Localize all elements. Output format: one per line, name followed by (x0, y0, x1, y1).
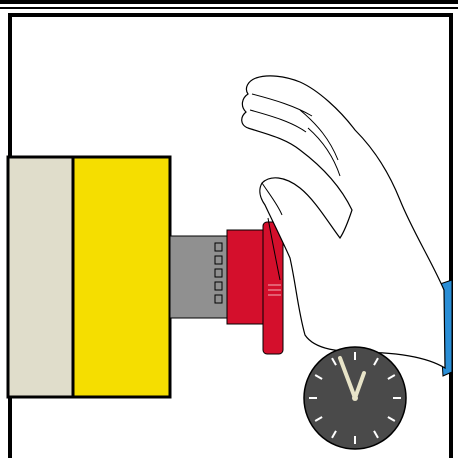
clock-tick (373, 430, 379, 439)
machine-housing (6, 155, 172, 399)
button-cap (262, 221, 284, 355)
emergency-stop-button-icon (169, 221, 284, 355)
top-rule-thin (0, 7, 458, 9)
palm-crease (267, 217, 281, 281)
thumb-crease (261, 182, 283, 216)
top-rule (0, 0, 458, 4)
housing-left-panel (6, 155, 76, 399)
glove-outline (241, 75, 446, 370)
finger-crease (299, 109, 339, 161)
clock-icon (303, 346, 407, 450)
clock-hour-hand (353, 371, 366, 400)
housing-right-panel (71, 155, 172, 399)
clock-minute-hand (338, 356, 357, 400)
clock-center (352, 395, 358, 401)
gloved-hand-icon (241, 75, 446, 370)
clock-tick (331, 357, 337, 366)
clock-ticks (309, 352, 401, 444)
finger-crease (249, 109, 307, 133)
clock-tick (314, 416, 323, 422)
finger-crease (307, 127, 341, 177)
clock-tick (387, 374, 396, 380)
clock-tick (387, 416, 396, 422)
finger-crease (251, 93, 313, 117)
clock-tick (331, 430, 337, 439)
clock-tick (373, 357, 379, 366)
clock-tick (314, 374, 323, 380)
button-collar (226, 229, 266, 325)
